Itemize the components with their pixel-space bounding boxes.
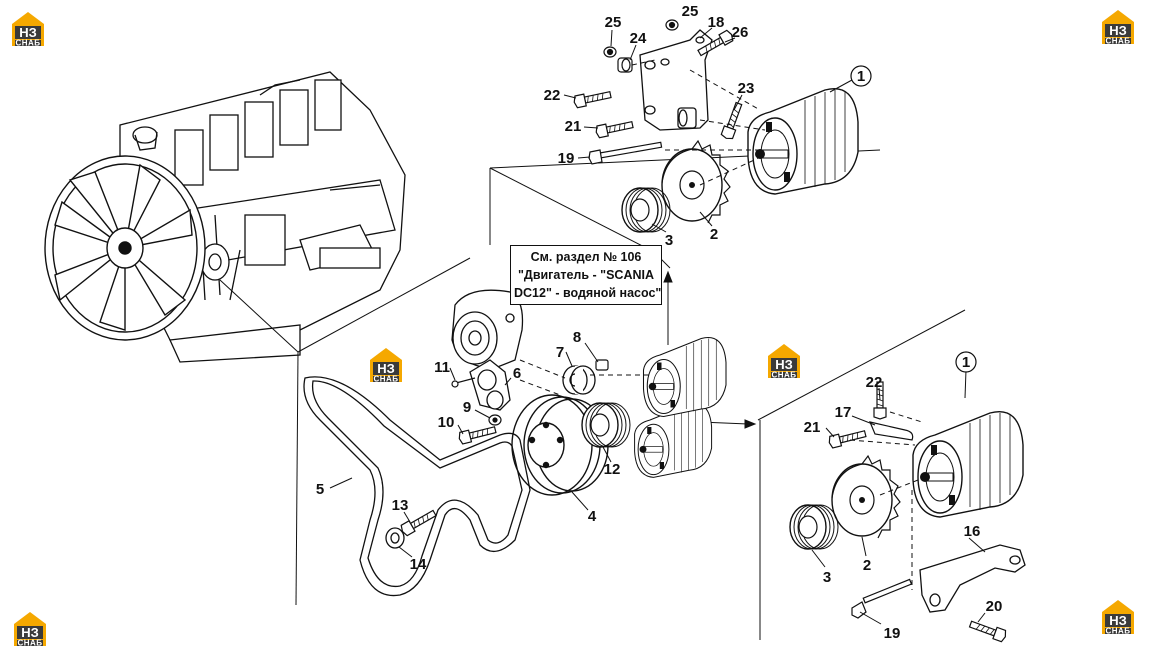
callout-14: 14 [410,556,427,573]
bolt-10 [457,423,498,446]
bolt-20 [967,617,1008,644]
callout-2-right: 2 [863,557,871,574]
callout-labels: 25 25 18 26 24 22 23 21 19 1 3 2 8 7 11 … [316,3,1003,642]
callout-26: 26 [732,24,749,41]
callout-18: 18 [708,14,725,31]
bolt-11 [451,377,476,388]
callout-ring-1-right [955,351,977,373]
callout-3-right: 3 [823,569,831,586]
callout-6: 6 [513,365,521,382]
callout-20: 20 [986,598,1003,615]
bolt-21-right [827,427,868,450]
callout-22-top: 22 [544,87,561,104]
callout-23: 23 [738,80,755,97]
callout-4: 4 [588,508,597,525]
callout-1-right: 1 [962,354,970,371]
ribbed-pulley-right [789,504,839,550]
roller-14 [385,527,405,549]
bracket-17 [868,421,914,441]
alternator-right [912,410,1024,518]
callout-19-top: 19 [558,150,575,167]
reference-note-line3: DC12" - водяной насос" [514,286,662,300]
tensioner-6 [469,359,511,411]
callout-2-top: 2 [710,226,718,243]
plug-8 [595,359,609,371]
callout-3-top: 3 [665,232,673,249]
logo-bottom-right [1102,600,1134,636]
callout-24: 24 [630,30,647,47]
dashed-links-center [519,359,650,396]
callout-ring-1-top [850,65,872,87]
callout-16: 16 [964,523,981,540]
callout-25a: 25 [605,14,622,31]
callout-9: 9 [463,399,471,416]
top-bracket-18 [639,29,713,131]
bearing-7 [562,365,596,395]
crank-pulley-4 [511,394,609,496]
logo-bottom-left [14,612,46,648]
callout-21-right: 21 [804,419,821,436]
callout-17: 17 [835,404,852,421]
callout-7: 7 [556,344,564,361]
reference-note: См. раздел № 106 "Двигатель - "SCANIA DC… [510,245,662,305]
belt-5 [303,376,531,597]
callout-10: 10 [438,414,455,431]
logo-top-left [12,12,44,48]
callout-21-top: 21 [565,118,582,135]
leader-lines [329,27,986,625]
fan-pulley-right [831,455,901,539]
logo-top-right [1102,10,1134,46]
callout-22-right: 22 [866,374,883,391]
callout-11: 11 [434,359,450,376]
top-spacer-24 [617,57,633,73]
fan-illustration [44,155,206,341]
callout-19-right: 19 [884,625,901,642]
alternator-top [747,87,859,195]
dashed-links-right [849,411,923,590]
dashed-links-top [631,59,766,186]
callout-25b: 25 [682,3,699,20]
water-pump [451,289,524,369]
logo-center-left [370,348,402,384]
bolt-22-top [572,88,613,109]
bracket-16 [919,544,1026,613]
top-washer-25b [665,19,679,31]
reference-note-line2: "Двигатель - "SCANIA [517,268,654,282]
fan-pulley-top [661,140,731,224]
bolt-23 [719,100,746,141]
callout-13: 13 [392,497,409,514]
callout-1-top: 1 [857,68,865,85]
callout-12: 12 [604,461,621,478]
bolt-21-top [594,118,635,139]
logo-center-right [768,344,800,380]
alternator-center-upper [642,336,727,418]
bolt-19-top [588,141,663,165]
top-washer-25a [603,46,617,58]
callout-5: 5 [316,481,324,498]
washer-9 [488,414,502,426]
reference-note-line1: См. раздел № 106 [530,250,642,264]
callout-8: 8 [573,329,581,346]
idler-pulley-12 [581,402,631,448]
